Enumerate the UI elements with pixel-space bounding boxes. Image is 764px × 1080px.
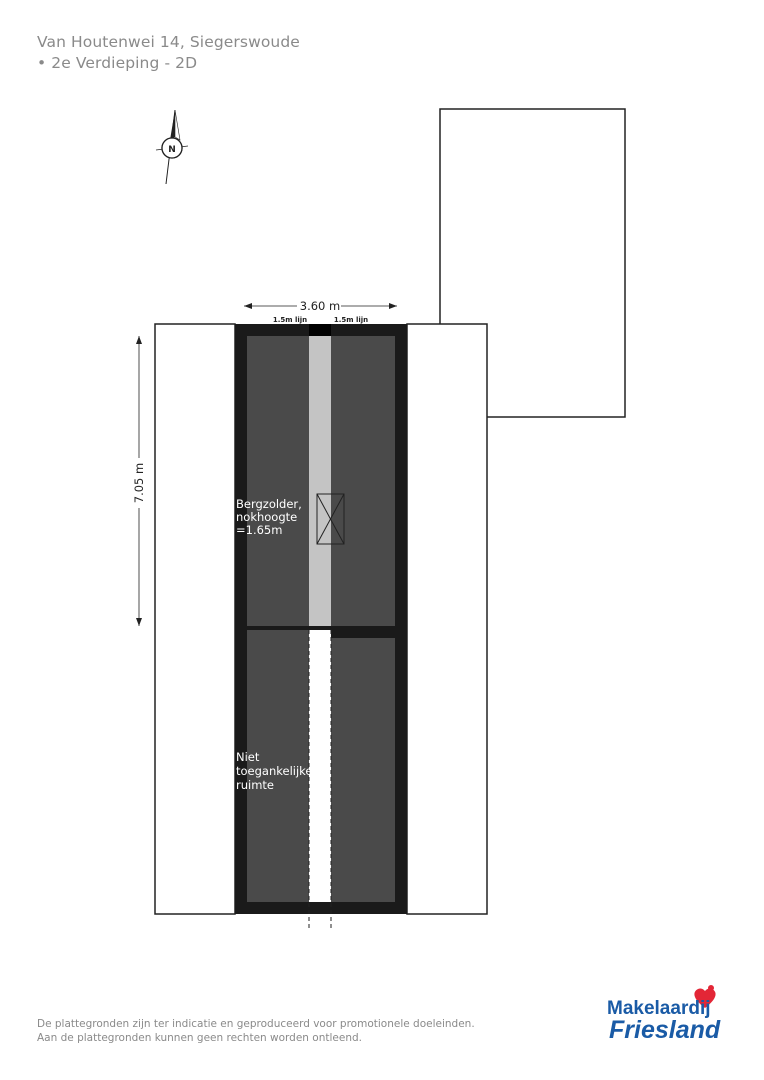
inaccessible-label-line-1: Niet (236, 750, 260, 764)
storage-left-floor (247, 336, 309, 626)
right-roof-outline (406, 323, 488, 915)
storage-label-line-2: nokhoogte (236, 510, 297, 524)
width-label-bg (297, 299, 341, 312)
ridge-strip-upper (309, 336, 331, 626)
inaccessible-left-floor (247, 630, 309, 902)
storage-room-label: Bergzolder, nokhoogte =1.65m (236, 497, 305, 537)
left-roof-outline (154, 323, 236, 915)
disclaimer-line-1: De plattegronden zijn ter indicatie en g… (37, 1018, 475, 1030)
storage-right-floor (331, 336, 395, 626)
ridge-strip-lower (309, 630, 331, 902)
inaccessible-label-line-3: ruimte (236, 778, 274, 792)
logo-text-friesland: Friesland (609, 1016, 721, 1044)
height-label-bg (132, 458, 146, 508)
storage-label-line-1: Bergzolder, (236, 497, 302, 511)
north-label: N (168, 145, 176, 155)
floor-subtitle: • 2e Verdieping - 2D (37, 54, 198, 72)
line-label-left: 1.5m lijn (273, 316, 307, 324)
line-label-right: 1.5m lijn (334, 316, 368, 324)
inaccessible-room-label: Niet toegankelijke ruimte (236, 750, 316, 792)
dividing-wall (247, 626, 395, 638)
logo-heart-icon (694, 985, 716, 1008)
inaccessible-right-floor (331, 638, 395, 902)
storage-label-line-3: =1.65m (236, 523, 282, 537)
logo-text-makelaardij: Makelaardij (607, 998, 711, 1019)
disclaimer-line-2: Aan de plattegronden kunnen geen rechten… (37, 1032, 362, 1044)
ridge-top-cap (309, 324, 331, 336)
height-label: 7.05 m (132, 463, 146, 503)
inaccessible-label-line-2: toegankelijke (236, 764, 313, 778)
address-title: Van Houtenwei 14, Siegerswoude (37, 33, 300, 51)
north-arrow-icon: N (155, 109, 189, 185)
hatch-symbol (316, 493, 345, 545)
width-label: 3.60 m (300, 299, 340, 313)
